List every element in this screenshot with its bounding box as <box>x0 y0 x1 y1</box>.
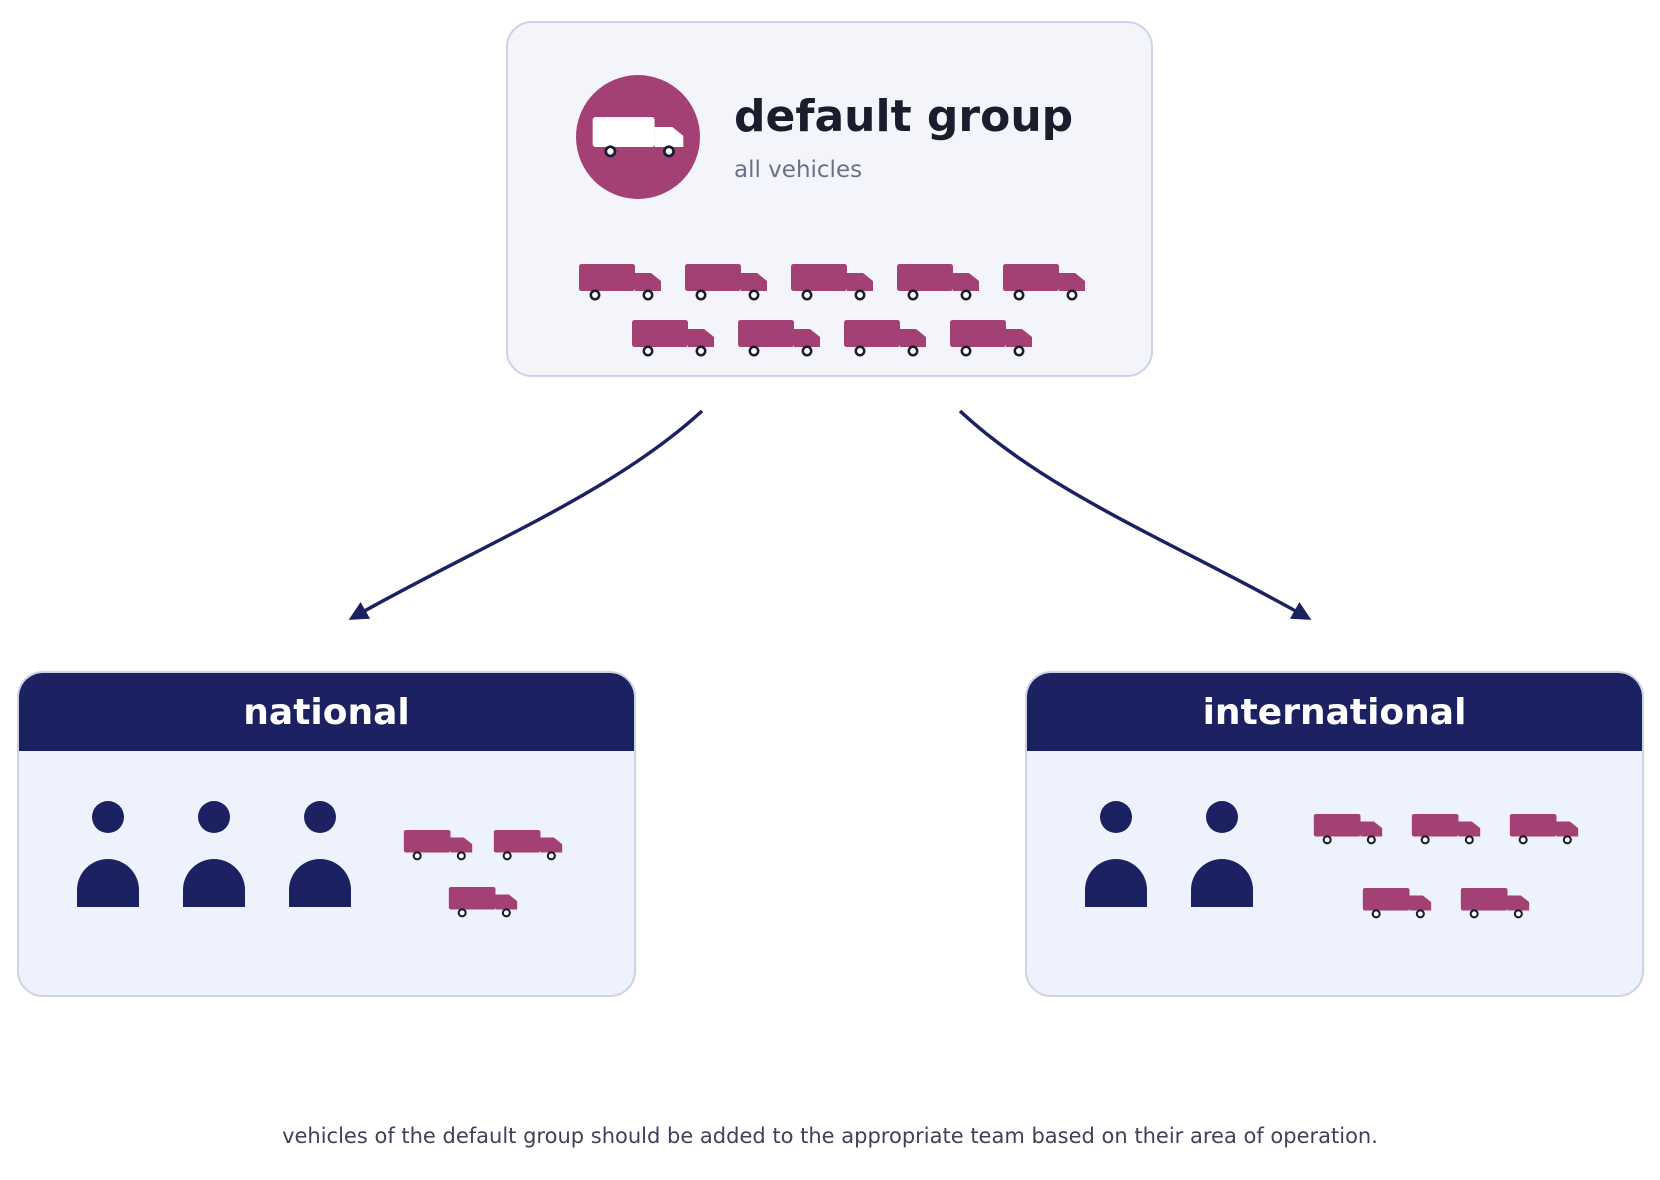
vehicle-row <box>1313 813 1579 845</box>
default-group-avatar <box>576 75 700 199</box>
team-card-international[interactable]: international <box>1025 671 1644 997</box>
truck-icon <box>684 263 768 301</box>
truck-icon <box>1002 263 1086 301</box>
truck-icon <box>403 829 473 861</box>
truck-icon <box>582 116 694 158</box>
international-vehicles <box>1312 813 1580 919</box>
international-members <box>1085 801 1253 907</box>
caption: vehicles of the default group should be … <box>282 1124 1378 1148</box>
truck-icon <box>790 263 874 301</box>
national-vehicles <box>403 829 563 918</box>
default-group-vehicles <box>548 263 1115 357</box>
person-icon <box>1191 801 1253 907</box>
arrow-to-national <box>348 409 704 620</box>
truck-icon <box>737 319 821 357</box>
vehicle-row <box>631 319 1033 357</box>
vehicle-row <box>1362 887 1530 919</box>
person-icon <box>183 801 245 907</box>
truck-icon <box>843 319 927 357</box>
truck-icon <box>1411 813 1481 845</box>
arrow-to-international <box>958 409 1312 620</box>
default-group-card[interactable]: default group all vehicles <box>506 21 1153 377</box>
truck-icon <box>1509 813 1579 845</box>
national-members <box>77 801 351 907</box>
person-icon <box>77 801 139 907</box>
vehicle-row <box>403 829 563 861</box>
truck-icon <box>896 263 980 301</box>
person-icon <box>289 801 351 907</box>
truck-icon <box>949 319 1033 357</box>
truck-icon <box>1460 887 1530 919</box>
truck-icon <box>631 319 715 357</box>
default-group-title: default group <box>734 91 1074 142</box>
vehicle-row <box>578 263 1086 301</box>
team-card-national[interactable]: national <box>17 671 636 997</box>
team-header-national: national <box>19 673 634 751</box>
team-header-international: international <box>1027 673 1642 751</box>
truck-icon <box>1362 887 1432 919</box>
truck-icon <box>1313 813 1383 845</box>
truck-icon <box>578 263 662 301</box>
truck-icon <box>493 829 563 861</box>
truck-icon <box>448 886 518 918</box>
vehicle-row <box>448 886 518 918</box>
default-group-subtitle: all vehicles <box>734 157 863 183</box>
person-icon <box>1085 801 1147 907</box>
